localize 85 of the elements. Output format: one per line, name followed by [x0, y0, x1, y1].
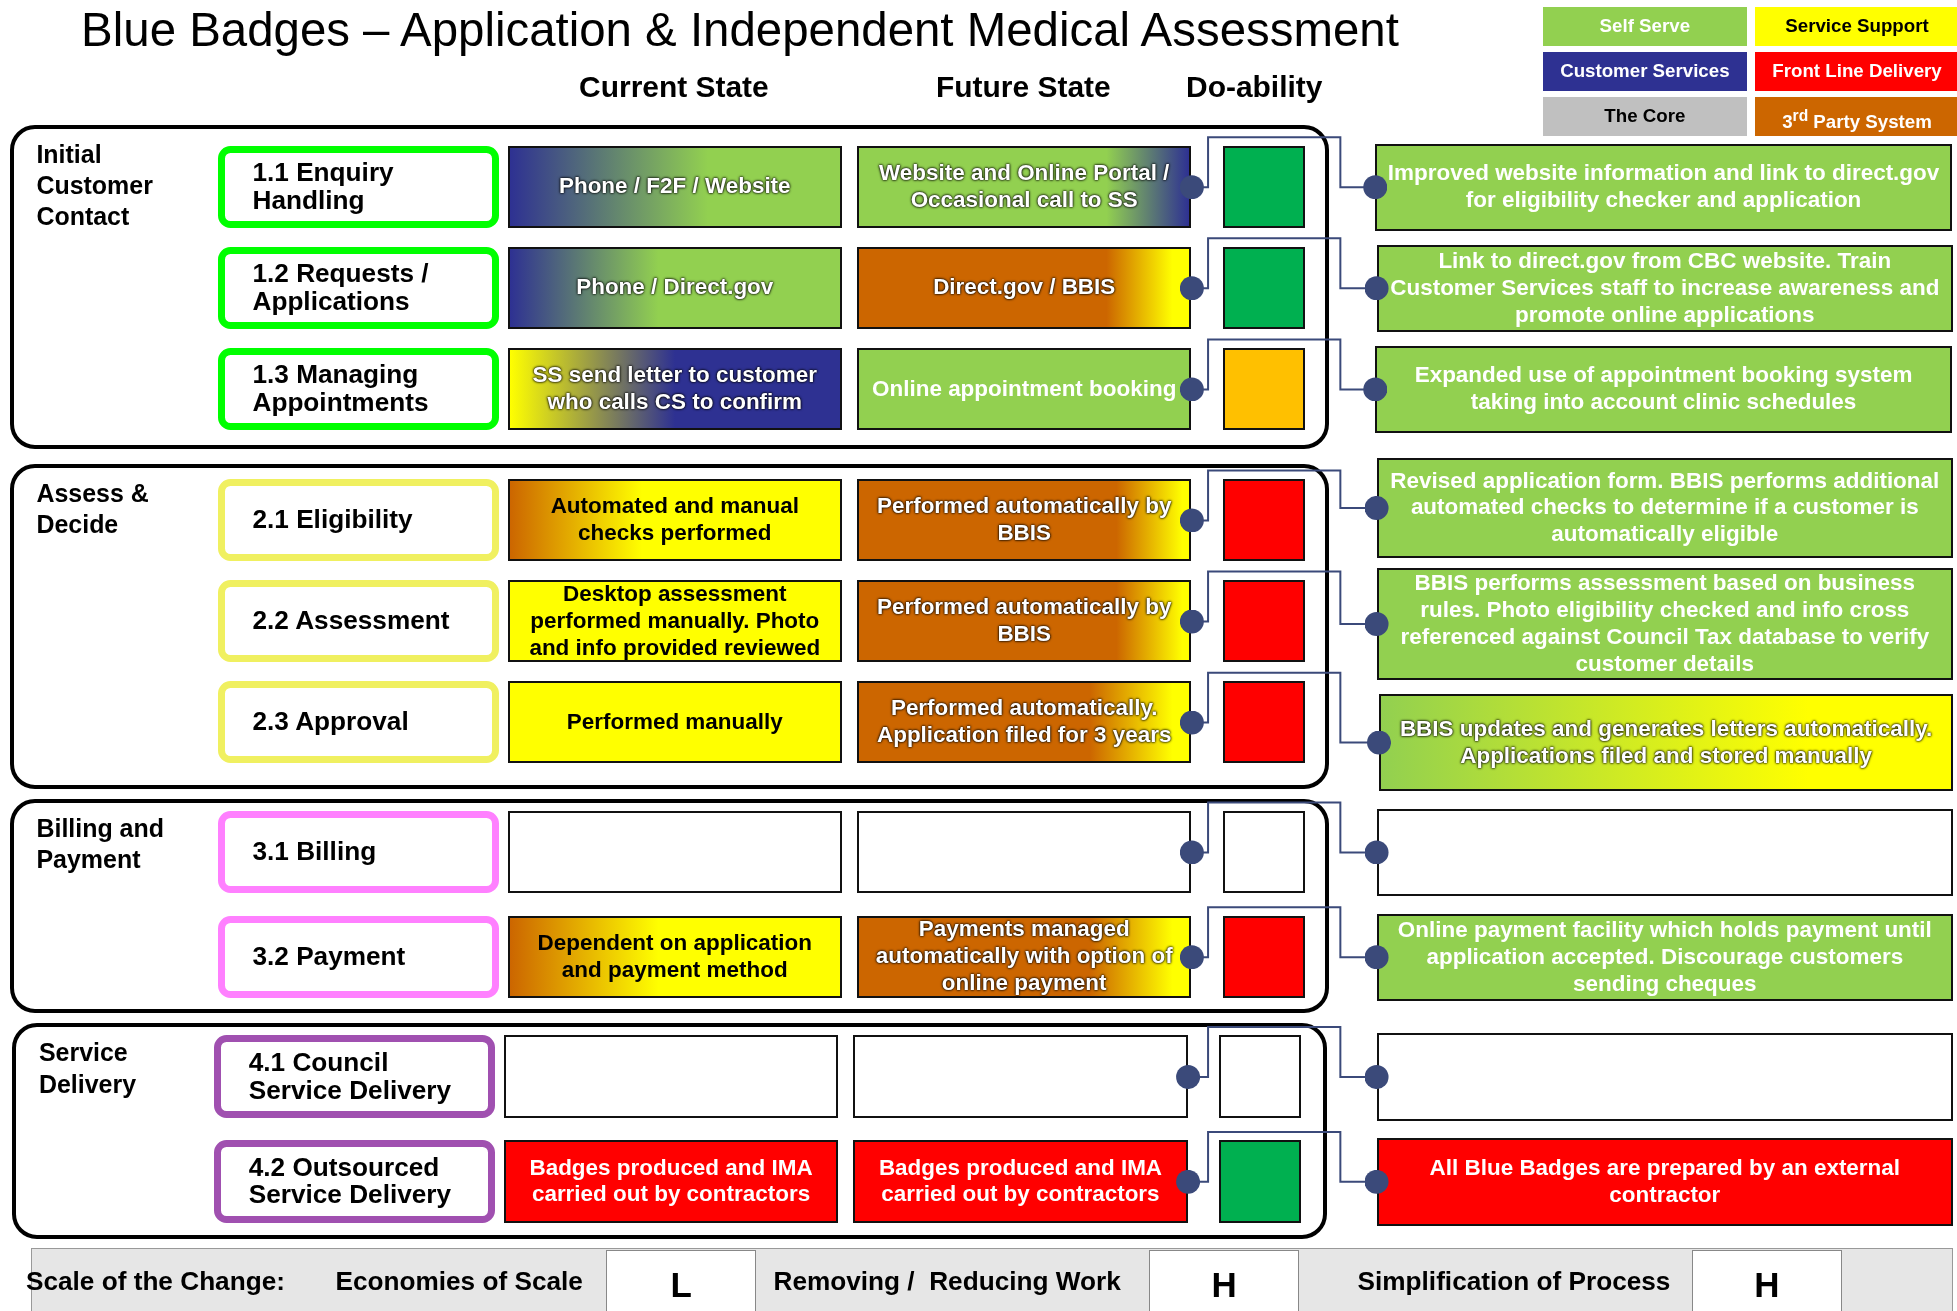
- rating-square: [1222, 145, 1305, 228]
- state-box: Desktop assessment performed manually. Photo and info provided reviewed: [507, 579, 842, 663]
- rating-square: [1222, 347, 1305, 431]
- connector: [1179, 338, 1388, 402]
- title: Blue Badges – Application & Independent Medical Assessment: [81, 2, 1399, 58]
- rating-value: H: [1692, 1250, 1842, 1311]
- connector: [1179, 136, 1388, 200]
- state-box: Phone / Direct.gov: [507, 246, 842, 330]
- rating-square: [1222, 579, 1305, 663]
- connector: [1179, 237, 1389, 301]
- rating-value: H: [1149, 1250, 1299, 1311]
- scale-label: Simplification of Process: [1357, 1266, 1671, 1298]
- process-step-box: 1.2 Requests / Applications: [218, 246, 499, 330]
- process-step-box: 4.1 Council Service Delivery: [214, 1035, 496, 1118]
- connector: [1176, 1026, 1389, 1089]
- process-step-box: 4.2 Outsourced Service Delivery: [214, 1140, 496, 1223]
- rating-square: [1222, 681, 1305, 764]
- description-box: All Blue Badges are prepared by an external contractor: [1376, 1138, 1954, 1226]
- state-box: Direct.gov / BBIS: [857, 246, 1192, 330]
- legend-swatch: Customer Services: [1542, 52, 1748, 92]
- description-box: Online payment facility which holds payment until application accepted. Discourage customers sending cheques: [1376, 913, 1954, 1001]
- stage-title: Billing and Payment: [36, 812, 165, 875]
- process-step-box: 2.3 Approval: [218, 681, 499, 764]
- connector: [1179, 570, 1389, 636]
- scale-label: Scale of the Change:: [25, 1266, 285, 1298]
- scale-label: Economies of Scale: [335, 1266, 583, 1298]
- rating-square: [1222, 246, 1305, 330]
- process-step-box: 1.1 Enquiry Handling: [218, 145, 499, 228]
- empty-box: [1376, 1033, 1954, 1121]
- stage-panel: [12, 1023, 1327, 1240]
- state-box: Badges produced and IMA carried out by contractors: [503, 1140, 839, 1223]
- state-box: Payments managed automatically with option of online payment: [857, 915, 1192, 998]
- process-step-box: 2.2 Assessment: [218, 579, 499, 663]
- legend-swatch: 3$^{rd}$ Party System: [1754, 97, 1957, 137]
- connector: [1179, 469, 1389, 533]
- state-box: Website and Online Portal / Occasional call to SS: [857, 145, 1192, 228]
- state-box: SS send letter to customer who calls CS to confirm: [507, 347, 842, 431]
- column-header: Current State: [578, 69, 770, 104]
- rating-square: [1222, 915, 1305, 998]
- legend-swatch: Front Line Delivery: [1754, 52, 1957, 92]
- stage-title: Assess & Decide: [36, 478, 150, 541]
- description-box: Improved website information and link to direct.gov for eligibility checker and application: [1375, 143, 1952, 231]
- stage-title: Service Delivery: [38, 1037, 138, 1100]
- stage-panel: [9, 798, 1330, 1014]
- stage-panel: [9, 464, 1330, 789]
- connector: [1179, 801, 1389, 865]
- process-step-box: 1.3 Managing Appointments: [218, 347, 499, 431]
- legend-swatch: Self Serve: [1542, 7, 1748, 47]
- connector: [1179, 671, 1392, 755]
- state-box: Online appointment booking: [857, 347, 1192, 431]
- legend-swatch: Service Support: [1754, 7, 1957, 47]
- empty-box: [507, 810, 842, 894]
- description-box: Link to direct.gov from CBC website. Train Customer Services staff to increase awareness and promote online applications: [1376, 244, 1954, 332]
- legend-swatch: The Core: [1542, 97, 1748, 137]
- scale-label: Removing / Reducing Work: [773, 1266, 1121, 1298]
- rating-value: L: [606, 1250, 756, 1311]
- description-box: Revised application form. BBIS performs additional automated checks to determine if a customer is automatically eligible: [1376, 458, 1954, 558]
- description-box: Expanded use of appointment booking system taking into account clinic schedules: [1375, 345, 1952, 434]
- connector: [1176, 1130, 1389, 1194]
- state-box: Badges produced and IMA carried out by contractors: [853, 1140, 1188, 1223]
- rating-square: [1218, 1140, 1302, 1223]
- empty-box: [503, 1035, 839, 1118]
- process-step-box: 3.1 Billing: [218, 810, 499, 894]
- state-box: Performed automatically. Application filed for 3 years: [857, 681, 1192, 764]
- rating-square: [1222, 810, 1305, 894]
- description-box: BBIS updates and generates letters automatically. Applications filed and stored manually: [1379, 693, 1954, 792]
- rating-square: [1222, 478, 1305, 562]
- process-step-box: 2.1 Eligibility: [218, 478, 499, 562]
- empty-box: [1376, 808, 1954, 897]
- connector: [1179, 906, 1389, 970]
- stage-panel: [9, 124, 1330, 450]
- rating-square: [1218, 1035, 1302, 1118]
- state-box: Phone / F2F / Website: [507, 145, 842, 228]
- state-box: Performed automatically by BBIS: [857, 579, 1192, 663]
- process-step-box: 3.2 Payment: [218, 915, 499, 998]
- state-box: Performed manually: [507, 681, 842, 764]
- empty-box: [853, 1035, 1188, 1118]
- column-header: Do-ability: [1185, 69, 1324, 104]
- empty-box: [857, 810, 1192, 894]
- state-box: Automated and manual checks performed: [507, 478, 842, 562]
- column-header: Future State: [935, 69, 1112, 104]
- state-box: Dependent on application and payment method: [507, 915, 842, 998]
- state-box: Performed automatically by BBIS: [857, 478, 1192, 562]
- description-box: BBIS performs assessment based on business rules. Photo eligibility checked and info cross referenced against Council Tax database to verify customer details: [1376, 567, 1954, 681]
- stage-title: Initial Customer Contact: [36, 138, 154, 233]
